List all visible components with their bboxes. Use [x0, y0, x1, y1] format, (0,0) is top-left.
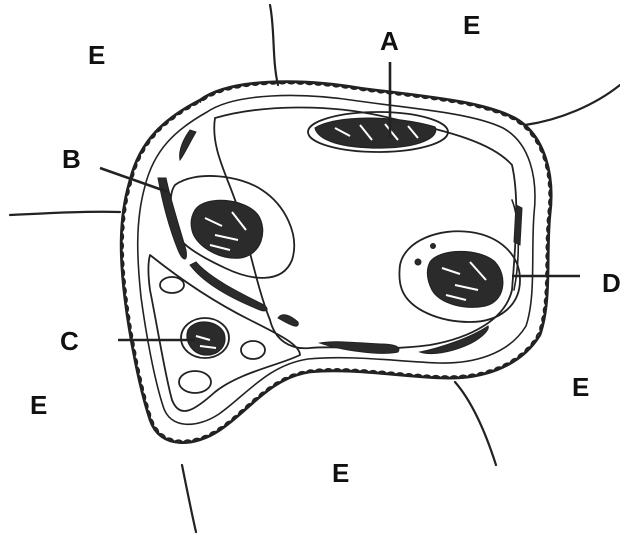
label-e-bottom: E [332, 458, 349, 488]
chloroplast-a [308, 112, 448, 152]
chloroplast-right [514, 205, 522, 245]
cell-c-vesicle [160, 277, 184, 293]
label-d: D [602, 268, 620, 298]
wall-left [10, 212, 120, 215]
nucleus-d-speck [415, 259, 421, 265]
label-c: C [60, 326, 79, 356]
chloroplast-b-4 [180, 130, 196, 160]
cell-c-vesicle [179, 371, 211, 393]
label-e-top-left: E [88, 40, 105, 70]
nucleus-d-speck [431, 244, 436, 249]
companion-cell-c [149, 255, 301, 411]
labels: A B C D E E E E E [30, 10, 620, 488]
wall-bottom-right [455, 382, 496, 465]
chloroplast-b-3 [278, 315, 298, 326]
label-b: B [62, 144, 81, 174]
wall-top-right [525, 85, 620, 125]
chloroplast-a-body [315, 118, 436, 148]
label-e-right: E [572, 372, 589, 402]
label-e-bottom-left: E [30, 390, 47, 420]
wall-top-left [270, 5, 278, 85]
label-e-top-right: E [463, 10, 480, 40]
label-a: A [380, 26, 399, 56]
nucleus-d [399, 231, 520, 322]
wall-bottom-left [182, 465, 196, 532]
cell-c-vesicle [241, 341, 265, 359]
